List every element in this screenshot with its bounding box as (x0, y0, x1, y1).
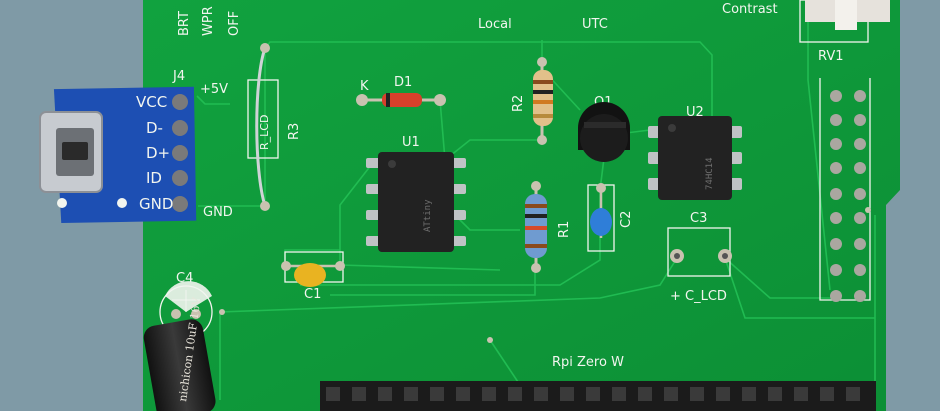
capacitor-c1 (281, 261, 345, 287)
switch-labels: BRT WPR OFF (177, 6, 242, 36)
chip-u2: 74HC14 (648, 116, 742, 200)
label-rpi: Rpi Zero W (552, 355, 624, 370)
label-off: OFF (227, 11, 242, 36)
usb-module: VCC D- D+ ID GND (39, 86, 197, 224)
label-c2: C2 (619, 211, 634, 228)
label-u1: U1 (402, 135, 420, 150)
label-r-lcd: R_LCD (258, 115, 271, 150)
usb-pin-vcc: VCC (136, 93, 167, 111)
chip-u1: ATtiny (366, 152, 466, 252)
capacitor-c2 (590, 183, 612, 238)
label-brt: BRT (177, 11, 192, 36)
potentiometer-rv1 (805, 0, 890, 30)
label-j4: J4 (172, 69, 185, 84)
lcd-header-pins (830, 90, 866, 302)
label-r2: R2 (511, 95, 526, 112)
u1-chip-marking: ATtiny (423, 199, 433, 232)
jumper-wire (255, 43, 270, 211)
label-r3: R3 (287, 123, 302, 140)
label-rv1: RV1 (818, 49, 844, 64)
label-r1: R1 (557, 221, 572, 238)
label-wpr: WPR (201, 6, 216, 36)
capacitor-c4: nichicon 10uF 16V (143, 281, 216, 411)
label-c-lcd: + C_LCD (670, 289, 727, 304)
c3-pads (670, 249, 732, 263)
transistor-q1 (578, 102, 630, 162)
usb-pin-gnd: GND (139, 195, 173, 213)
label-utc: UTC (582, 17, 608, 32)
usb-pin-dplus: D+ (146, 144, 170, 162)
label-k: K (360, 79, 369, 94)
label-gnd: GND (203, 205, 233, 220)
label-d1: D1 (394, 75, 412, 90)
usb-pin-id: ID (146, 169, 162, 187)
label-c1: C1 (304, 287, 321, 302)
resistor-r1 (525, 181, 547, 273)
label-5v: +5V (200, 82, 228, 97)
vias (219, 207, 871, 343)
rpi-header (320, 381, 876, 411)
label-local: Local (478, 17, 512, 32)
usb-pin-dminus: D- (146, 119, 163, 137)
resistor-r2 (533, 57, 553, 145)
diode-d1 (356, 93, 446, 107)
u2-chip-marking: 74HC14 (705, 157, 715, 190)
label-contrast: Contrast (722, 2, 778, 17)
label-c3: C3 (690, 211, 707, 226)
